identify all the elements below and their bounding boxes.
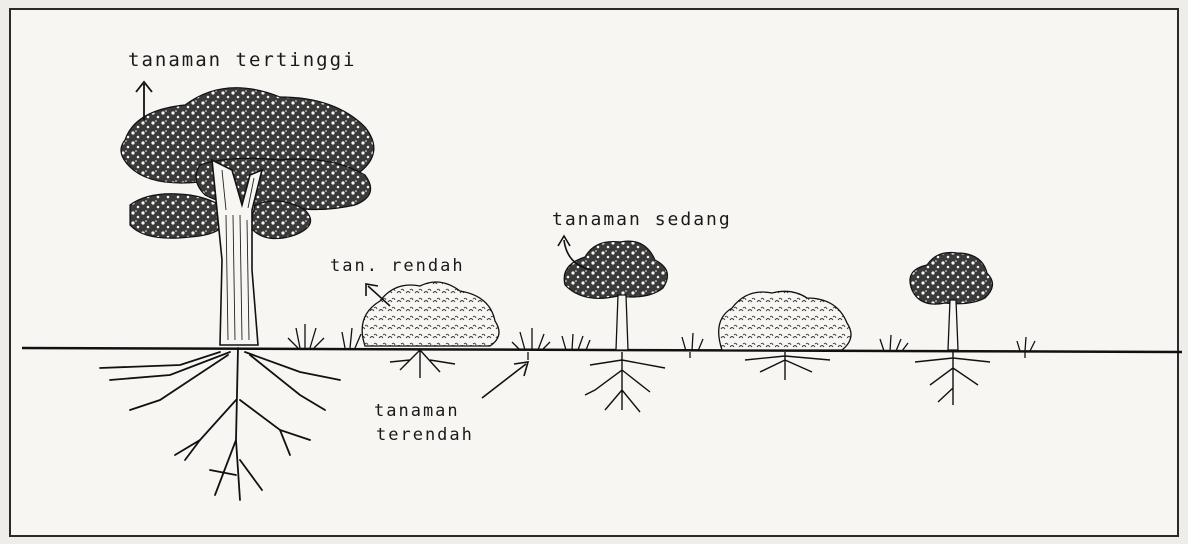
label-lowest-line2: terendah bbox=[376, 426, 474, 446]
label-tallest: tanaman tertinggi bbox=[128, 50, 356, 72]
label-lowest-line1: tanaman bbox=[374, 402, 460, 422]
label-low: tan. rendah bbox=[330, 257, 465, 277]
label-medium: tanaman sedang bbox=[552, 210, 732, 231]
